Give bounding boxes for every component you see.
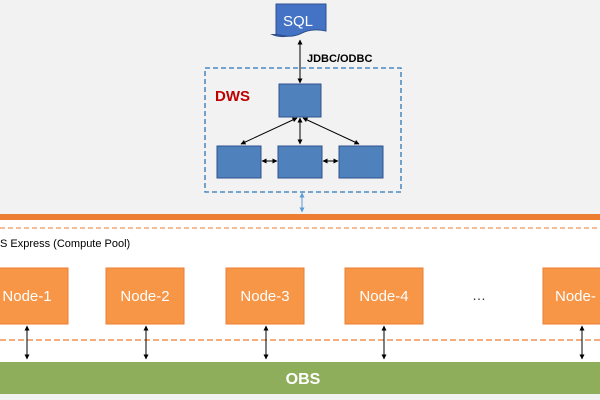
nodes-ellipsis: … (472, 287, 486, 303)
node-1: Node-1 (0, 267, 69, 325)
node-n: Node- (542, 267, 600, 325)
connection-label: JDBC/ODBC (307, 53, 372, 65)
dws-data-node-right (338, 145, 384, 179)
obs-label: OBS (286, 371, 321, 388)
dws-container (204, 67, 402, 193)
dws-data-node-center (277, 145, 323, 179)
compute-pool-label: S Express (Compute Pool) (0, 238, 130, 250)
dws-data-node-left (216, 145, 262, 179)
node-4: Node-4 (344, 267, 424, 325)
node-2: Node-2 (105, 267, 185, 325)
node-3: Node-3 (225, 267, 305, 325)
node-1-label: Node-1 (2, 288, 51, 305)
compute-pool-top-band (0, 214, 600, 220)
sql-label: SQL (283, 13, 313, 30)
dws-coordinator-node (278, 83, 322, 118)
node-4-label: Node-4 (359, 288, 408, 305)
dws-label: DWS (215, 88, 250, 105)
sql-document-fold-icon (270, 34, 290, 38)
bottom-background-strip (0, 394, 600, 400)
sql-block: SQL (270, 3, 327, 38)
dws-arrow-to-left (240, 117, 298, 145)
dws-arrow-to-right (302, 117, 360, 145)
node-n-label: Node- (555, 288, 596, 305)
node-2-label: Node-2 (120, 288, 169, 305)
node-3-label: Node-3 (240, 288, 289, 305)
obs-storage-bar (0, 362, 600, 394)
